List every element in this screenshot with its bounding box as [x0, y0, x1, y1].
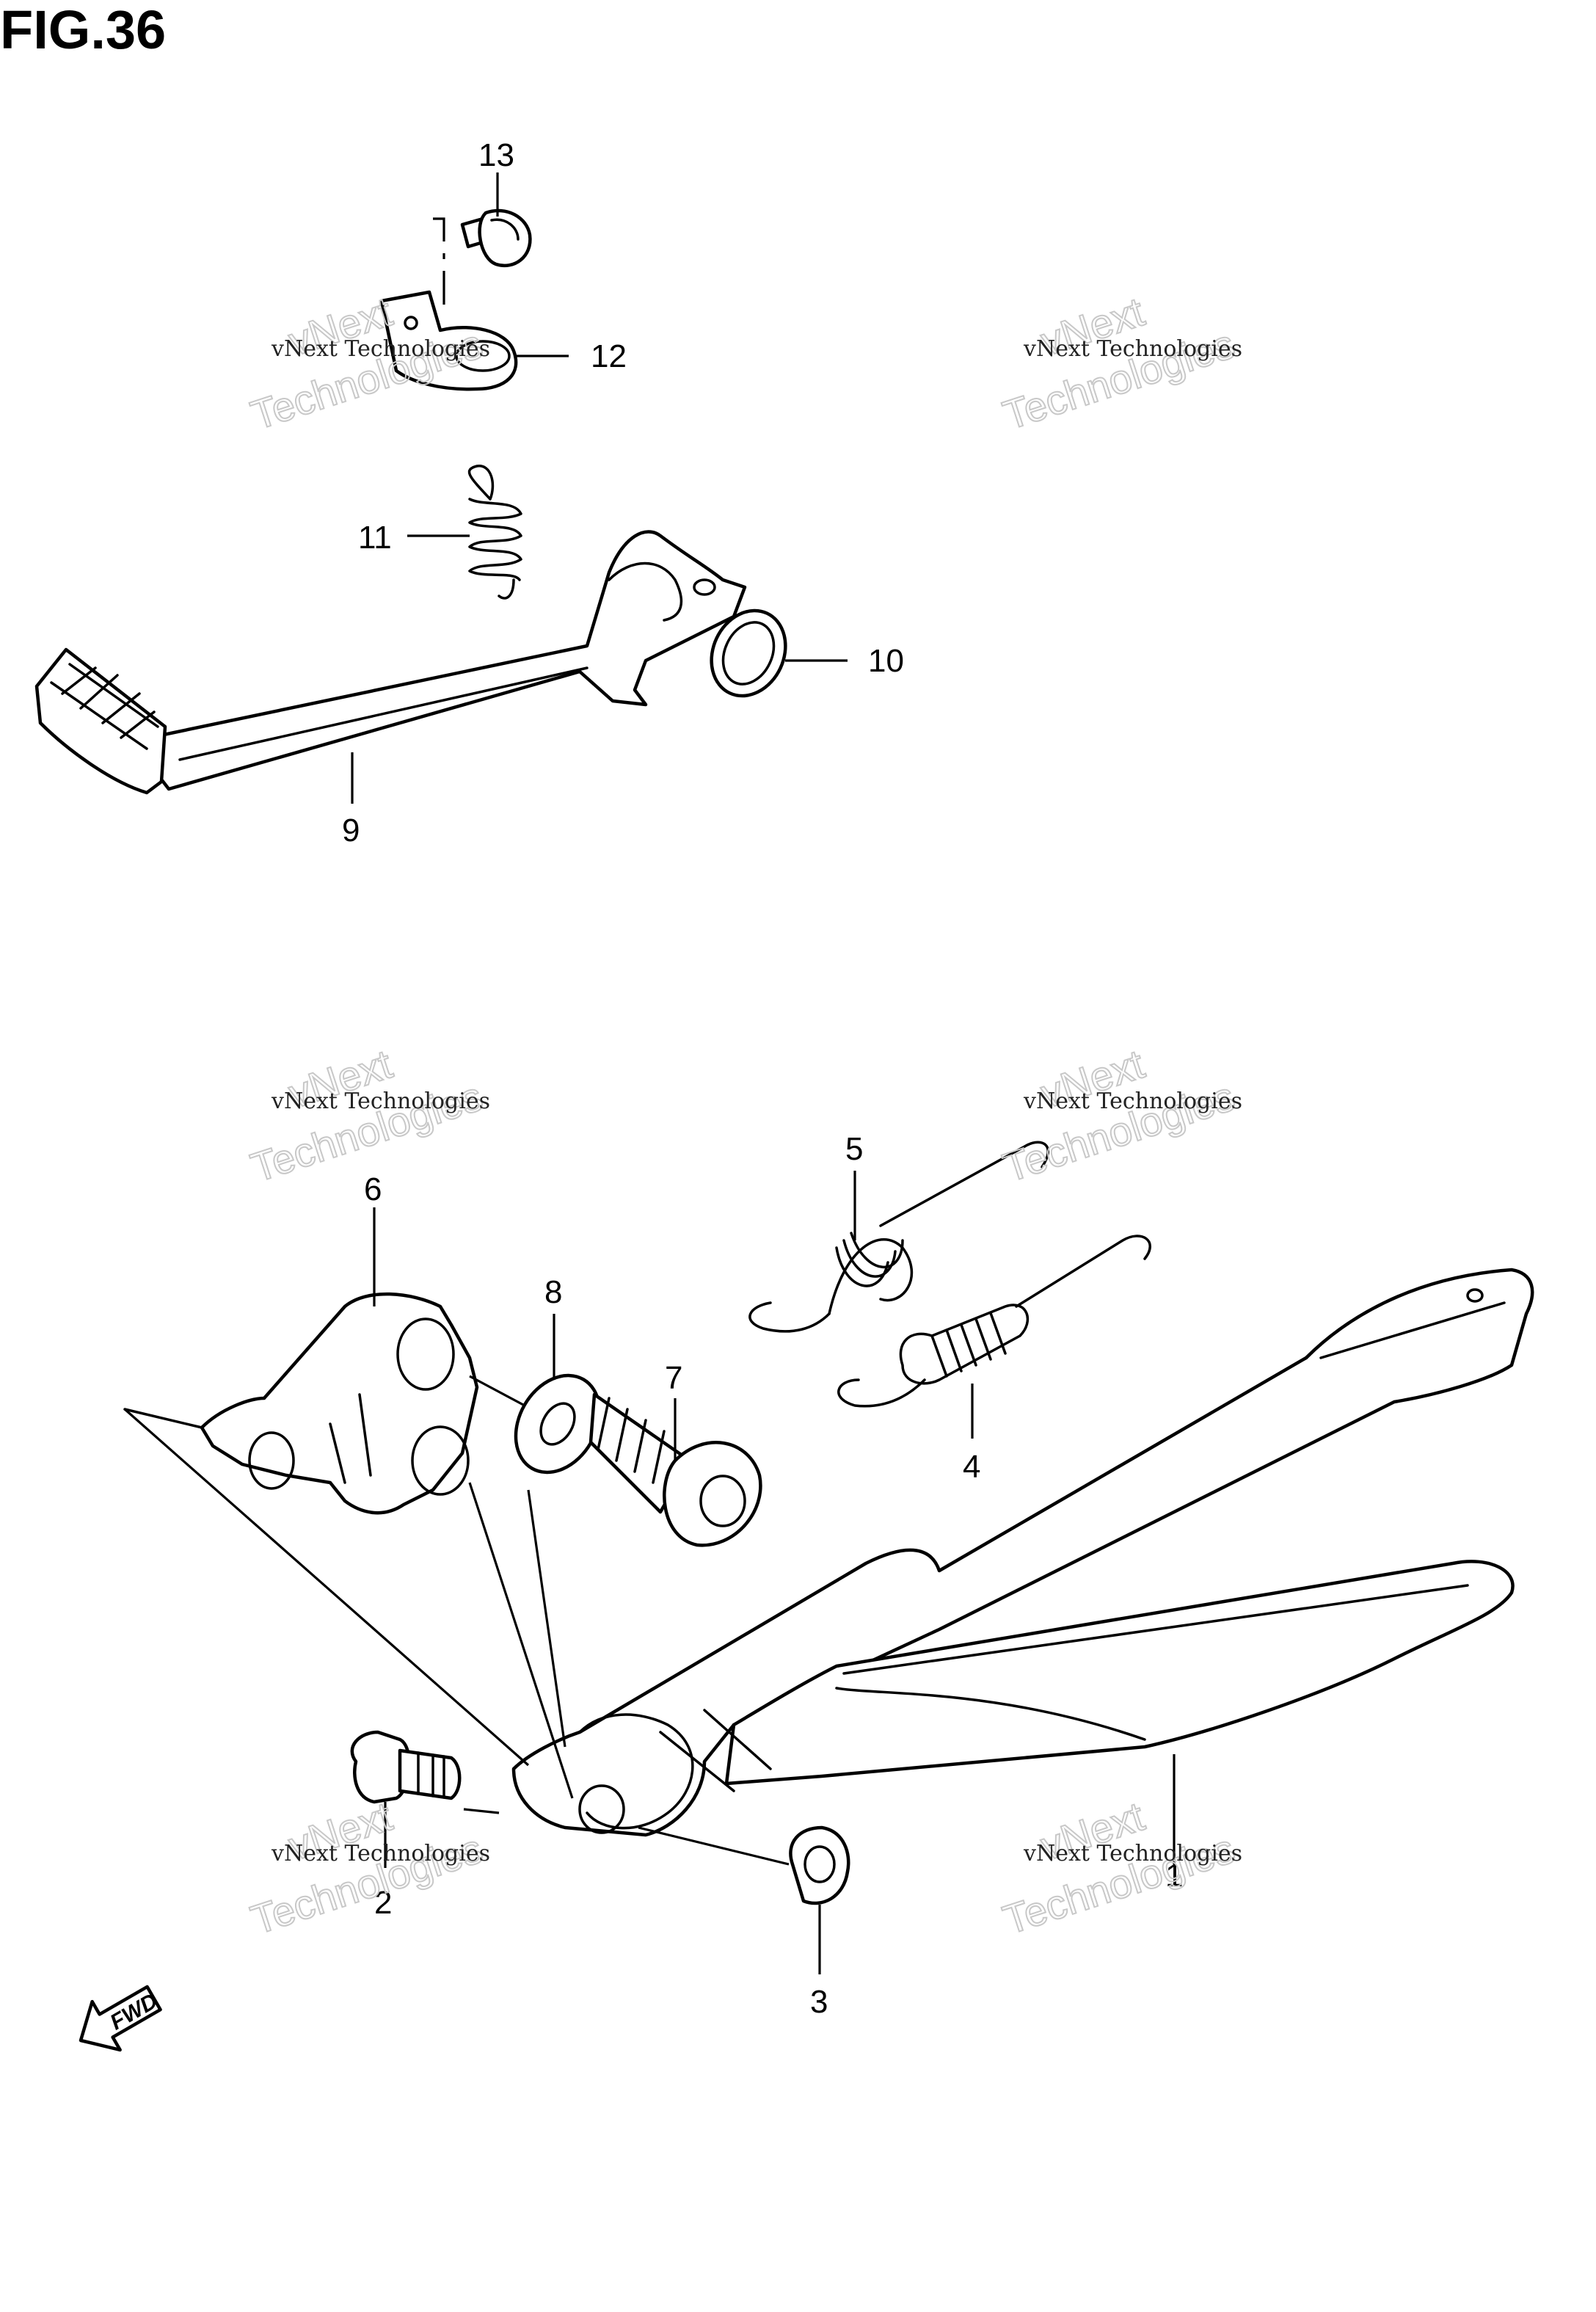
svg-text:vNext Technologies: vNext Technologies: [271, 336, 490, 362]
watermark-4: Technologies vNext vNext Technologies: [996, 1039, 1242, 1191]
callout-leaders: [351, 172, 1176, 1974]
watermark-3: Technologies vNext vNext Technologies: [244, 1039, 490, 1191]
part-12-bracket: [379, 290, 518, 391]
part-5-spring: [748, 1141, 1049, 1333]
part-7-socket-bolt: [589, 1392, 762, 1547]
callout-5: 5: [845, 1131, 863, 1167]
part-2-bolt: [350, 1730, 500, 1814]
svg-text:vNext Technologies: vNext Technologies: [1023, 1841, 1242, 1866]
callout-10: 10: [868, 643, 904, 679]
callout-1: 1: [1165, 1858, 1183, 1894]
part-4-spring: [837, 1235, 1151, 1408]
callout-labels: 13 12 11 10 9 5 6 8 7 4 1 2 3: [342, 137, 1183, 2020]
callout-2: 2: [374, 1885, 392, 1921]
callout-8: 8: [544, 1274, 562, 1310]
callout-13: 13: [478, 137, 514, 173]
part-11-spring: [467, 465, 522, 600]
part-10-washer: [710, 608, 787, 698]
callout-4: 4: [963, 1449, 980, 1485]
callout-12: 12: [591, 338, 627, 374]
callout-11: 11: [358, 520, 392, 556]
part-13-bolt: [433, 208, 532, 316]
part-9-brake-pedal: [34, 530, 747, 795]
part-6-bracket: [123, 1292, 479, 1515]
watermark-2: Technologies vNext vNext Technologies: [996, 287, 1242, 439]
watermark-1: Technologies vNext vNext Technologies: [244, 287, 490, 439]
figure-title: FIG.36: [0, 0, 166, 60]
part-3-nut: [789, 1825, 850, 1905]
callout-7: 7: [665, 1360, 682, 1396]
svg-text:vNext Technologies: vNext Technologies: [271, 1841, 490, 1866]
svg-text:vNext Technologies: vNext Technologies: [1023, 336, 1242, 362]
callout-6: 6: [364, 1171, 382, 1207]
svg-text:vNext Technologies: vNext Technologies: [271, 1088, 490, 1114]
part-1-side-stand: [511, 1268, 1534, 1837]
watermark-6: Technologies vNext vNext Technologies: [996, 1792, 1242, 1944]
watermark-5: Technologies vNext vNext Technologies: [244, 1792, 490, 1944]
callout-3: 3: [810, 1984, 828, 2020]
fwd-arrow-icon: FWD: [79, 1985, 162, 2052]
svg-text:vNext Technologies: vNext Technologies: [1023, 1088, 1242, 1114]
callout-9: 9: [342, 813, 360, 848]
assembly-lines: [123, 1375, 790, 1866]
